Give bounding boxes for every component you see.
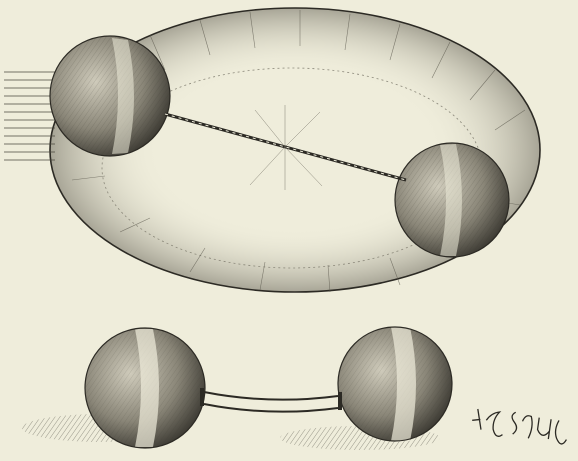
connected-spheres-figure — [22, 327, 452, 450]
engraver-signature — [470, 406, 569, 445]
sphere-upper-left — [50, 36, 170, 156]
sphere-upper-right — [395, 143, 509, 257]
connecting-rod — [200, 388, 342, 412]
toroidal-field-figure — [4, 8, 540, 292]
field-lines-left — [4, 72, 55, 160]
sphere-lower-right — [338, 327, 452, 441]
sphere-lower-left — [85, 328, 205, 448]
